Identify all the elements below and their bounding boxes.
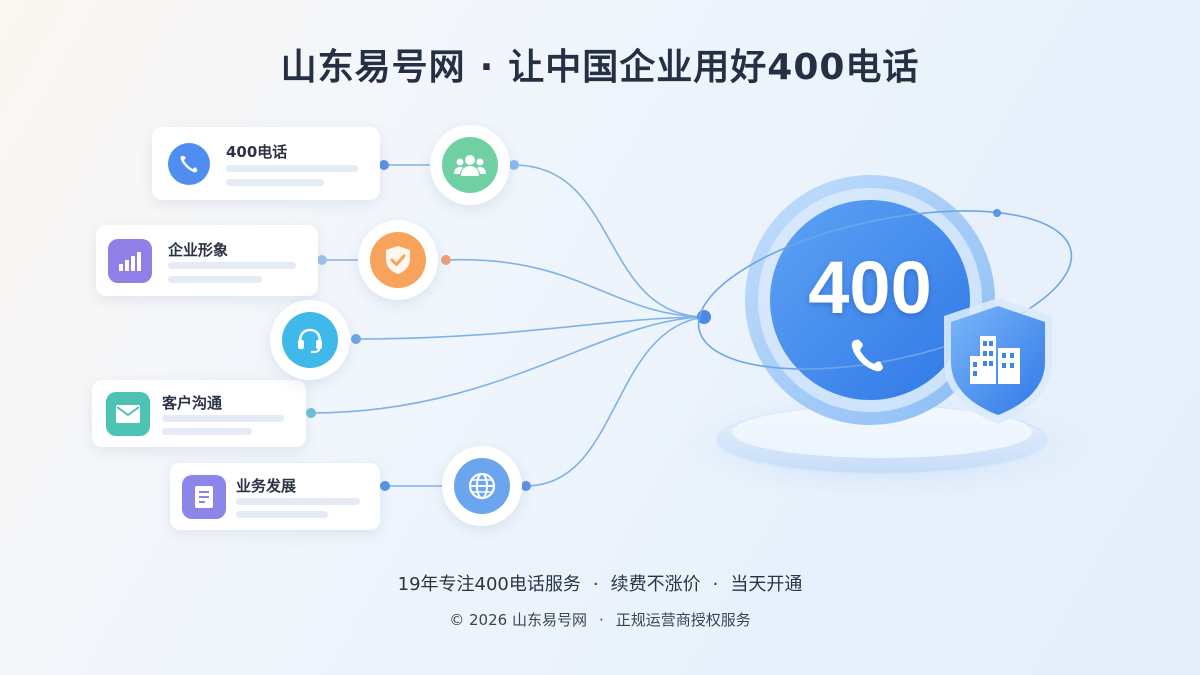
node-shield[interactable] [358,220,438,300]
card-label: 业务发展 [236,477,297,495]
copyright-line: © 2026 山东易号网 · 正规运营商授权服务 [0,609,1200,630]
feature-card-corporate-image[interactable]: 企业形象 [96,225,318,296]
card-label: 400电话 [226,143,288,161]
bar-chart-icon [108,239,152,283]
page-title: 山东易号网 · 让中国企业用好400电话 [0,38,1200,90]
copyright: © 2026 山东易号网 [449,611,587,629]
globe-icon [454,458,510,514]
link-node4 [525,316,705,487]
shield-check-icon [370,232,426,288]
link-node1 [513,164,705,318]
phone-icon [168,143,210,185]
feature-summary: 19年专注400电话服务 · 续费不涨价 · 当天开通 [0,570,1200,596]
link-node3 [355,316,705,340]
feature-item: 19年专注400电话服务 [397,574,581,595]
feature-item: 当天开通 [730,574,803,595]
placeholder-bar [168,276,262,283]
separator: · [598,611,604,629]
node-users[interactable] [430,125,510,205]
placeholder-bar [168,262,296,269]
feature-item: 续费不涨价 [610,574,701,595]
separator: · [592,574,599,595]
placeholder-bar [162,415,284,422]
title-separator: · [479,47,495,88]
link-node2 [445,258,705,318]
card-label: 企业形象 [168,241,229,259]
card-label: 客户沟通 [162,394,223,412]
separator: · [712,574,719,595]
mail-icon [106,392,150,436]
hub-number: 400 [808,246,932,329]
placeholder-bar [226,165,358,172]
placeholder-bar [162,428,252,435]
orbit-line [697,210,1073,370]
document-icon [182,475,226,519]
slogan: 让中国企业用好400电话 [508,47,920,88]
hub-phone-icon [851,339,883,372]
feature-card-customer-communication[interactable]: 客户沟通 [92,380,306,447]
node-headset[interactable] [270,300,350,380]
hub-core [770,200,970,400]
users-icon [442,137,498,193]
headset-icon [282,312,338,368]
node-globe[interactable] [442,446,522,526]
link-card3 [310,316,705,414]
feature-card-business-development[interactable]: 业务发展 [170,463,380,530]
placeholder-bar [236,498,360,505]
placeholder-bar [236,511,328,518]
building-shield-icon [944,298,1052,424]
feature-card-400-phone[interactable]: 400电话 [152,127,380,200]
authorization: 正规运营商授权服务 [615,611,751,629]
brand-name: 山东易号网 [280,47,466,88]
placeholder-bar [226,179,324,186]
